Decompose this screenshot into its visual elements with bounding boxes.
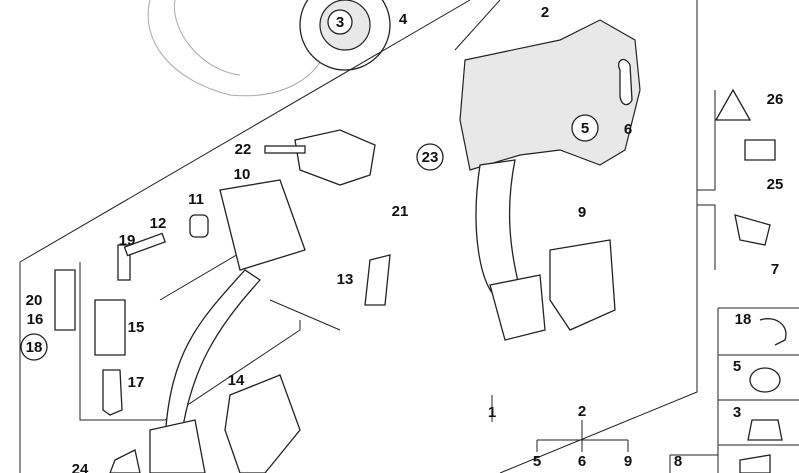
callout-13: 13 [337, 271, 354, 288]
callout-22: 22 [235, 141, 252, 158]
callout-labels: 3 4 2 26 6 5 22 23 10 11 21 9 12 19 25 7… [20, 4, 784, 473]
callout-4: 4 [399, 11, 408, 28]
callout-18-right: 18 [735, 311, 752, 328]
callout-6-bottom: 6 [578, 453, 586, 470]
callout-3-circled: 3 [336, 14, 344, 31]
callout-21: 21 [392, 203, 409, 220]
callout-11: 11 [188, 191, 204, 208]
callout-circle [327, 9, 353, 35]
callout-17: 17 [128, 374, 145, 391]
callout-2-bottom: 2 [578, 403, 586, 420]
callout-25: 25 [767, 176, 784, 193]
callout-20: 20 [26, 292, 43, 309]
brake-booster [147, 0, 391, 97]
callout-14: 14 [228, 372, 245, 389]
callout-10: 10 [234, 166, 251, 183]
callout-5-right: 5 [733, 358, 741, 375]
callout-7: 7 [771, 261, 779, 278]
callout-5-bottom: 5 [533, 453, 541, 470]
callout-5-circled: 5 [581, 120, 589, 137]
callout-6-top: 6 [624, 121, 632, 138]
callout-circle [20, 333, 48, 361]
callout-18-circled: 18 [26, 339, 43, 356]
pedal-bracket [459, 19, 641, 341]
callout-9-bottom: 9 [624, 453, 632, 470]
callout-15: 15 [128, 319, 145, 336]
small-parts-panel [669, 307, 799, 473]
callout-26: 26 [767, 91, 784, 108]
callout-23-circled: 23 [422, 149, 439, 166]
callout-19: 19 [119, 232, 136, 249]
callout-circle [416, 143, 444, 171]
callout-24: 24 [72, 461, 89, 473]
callout-2-top: 2 [541, 4, 549, 21]
callout-12: 12 [150, 215, 167, 232]
callout-8: 8 [674, 453, 682, 470]
group-frames [19, 0, 716, 473]
callout-1: 1 [488, 404, 496, 421]
callout-circle [571, 114, 599, 142]
clutch-pedal [54, 88, 776, 473]
callout-16: 16 [27, 311, 44, 328]
callout-9-top: 9 [578, 204, 586, 221]
callout-3-right: 3 [733, 404, 741, 421]
